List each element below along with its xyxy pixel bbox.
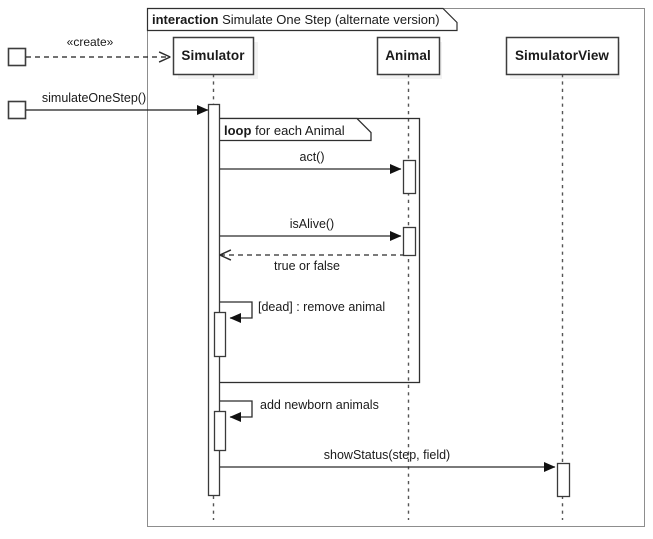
message-add-newborn-arrow <box>220 400 253 423</box>
message-label-create: «create» <box>66 35 114 49</box>
lifeline-label-simulatorview[interactable]: SimulatorView <box>514 48 610 63</box>
interaction-keyword: interaction <box>152 12 219 27</box>
activation-simulatorview-showstatus <box>556 462 571 498</box>
lifeline-heads <box>172 36 620 76</box>
activation-animal-act <box>402 159 417 195</box>
message-label-simulateonestep: simulateOneStep() <box>41 91 147 105</box>
message-label-remove-animal: [dead] : remove animal <box>258 300 386 314</box>
messages <box>220 163 556 473</box>
message-label-act: act() <box>299 150 325 164</box>
lifeline-label-simulator[interactable]: Simulator <box>181 48 245 63</box>
activation-simulator-newborn <box>213 410 227 452</box>
found-messages <box>26 57 209 116</box>
activation-animal-isalive <box>402 226 417 257</box>
activation-bars <box>207 103 571 498</box>
lifeline-label-animal[interactable]: Animal <box>385 48 431 63</box>
message-label-isalive: isAlive() <box>289 217 335 231</box>
loop-fragment-title: loop for each Animal <box>224 124 345 137</box>
interaction-name: Simulate One Step (alternate version) <box>222 12 440 27</box>
message-remove-animal-arrow <box>220 301 253 324</box>
activation-simulator-remove <box>213 311 227 358</box>
lifeline-head-simulatorview <box>505 36 620 76</box>
loop-guard: for each Animal <box>255 123 345 138</box>
found-message-endpoints <box>7 47 27 120</box>
found-endpoint-simulateonestep <box>7 100 27 120</box>
lifeline-head-simulator <box>172 36 255 76</box>
lifeline-head-animal <box>376 36 441 76</box>
interaction-frame <box>146 7 645 527</box>
message-label-add-newborn: add newborn animals <box>260 398 379 412</box>
message-label-return-truefalse: true or false <box>273 259 341 273</box>
interaction-frame-title: interaction Simulate One Step (alternate… <box>152 13 440 26</box>
found-endpoint-create <box>7 47 27 67</box>
loop-operator: loop <box>224 123 252 138</box>
activation-simulator-main <box>207 103 221 497</box>
message-label-showstatus: showStatus(step, field) <box>323 448 451 462</box>
